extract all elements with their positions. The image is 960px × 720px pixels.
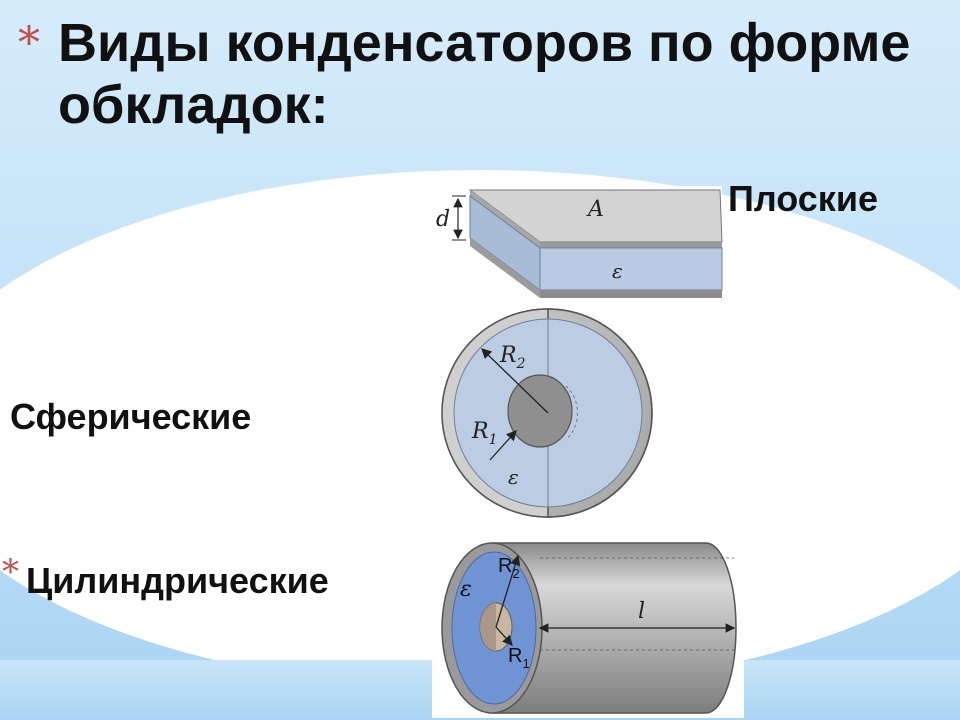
cyl-r2-label: R2 [498,555,520,581]
label-spherical: Сферические [10,396,252,437]
label-flat: Плоские [728,178,878,219]
flat-d-label: d [436,207,450,232]
sphere-eps-label: ε [508,465,519,489]
flat-area-label: A [586,197,604,222]
flat-capacitor: d A ε [432,186,723,304]
cylindrical-bullet: * [2,552,19,592]
cyl-length-label: l [638,599,645,624]
title-text: Виды конденсаторов по форме обкладок: [58,13,911,135]
cyl-r1-label: R1 [508,645,530,671]
spherical-capacitor: R2 R1 ε [442,308,654,518]
label-cylindrical: Цилиндрические [26,560,329,601]
sphere-r1-label: R1 [471,419,498,448]
cylindrical-capacitor: l R2 R1 ε [432,540,744,718]
cyl-eps-label: ε [460,577,472,602]
flat-eps-label: ε [612,259,623,283]
title-bullet: * [18,18,40,69]
sphere-r2-label: R2 [499,343,526,372]
